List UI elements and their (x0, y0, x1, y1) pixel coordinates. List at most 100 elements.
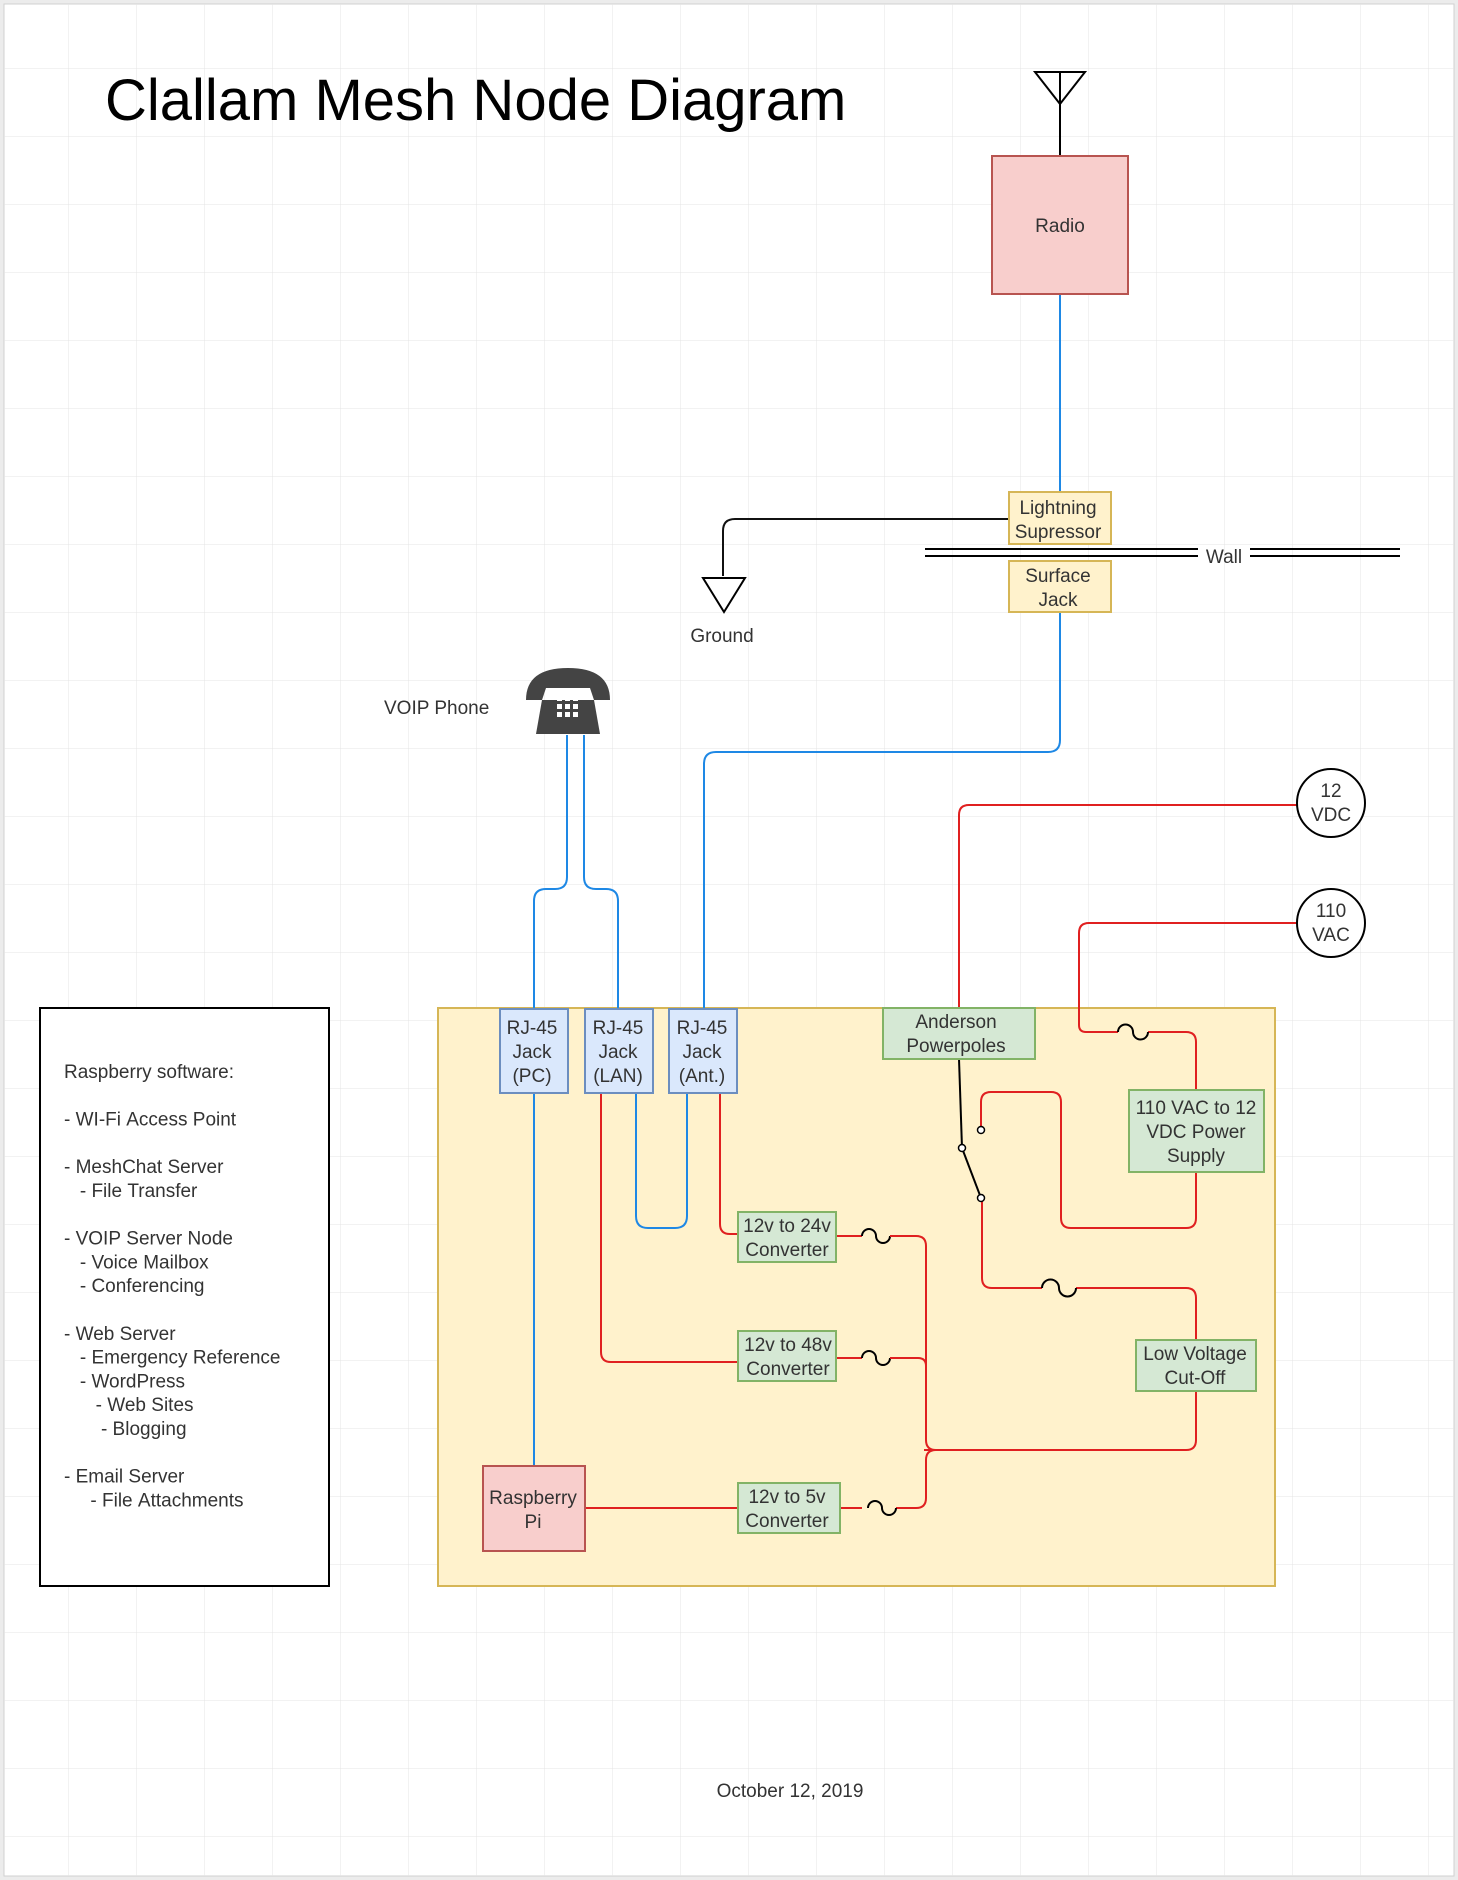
12vdc-line1: 12 (1320, 781, 1341, 802)
grid-background (4, 4, 1454, 1876)
telephone-icon (526, 668, 610, 734)
phone-to-pc-jack-cable (533, 735, 568, 1008)
radio-box: Radio (991, 155, 1129, 295)
conv24-line1: 12v to 24v (743, 1216, 831, 1237)
12vdc-wire (958, 804, 1300, 1008)
software-list-line: - Voice Mailbox (64, 1252, 209, 1273)
software-list-line: - WI-Fi Access Point (64, 1110, 237, 1131)
software-list-line: - Web Sites (64, 1395, 194, 1416)
fuse-icon (867, 1500, 897, 1516)
conv5-line1: 12v to 5v (748, 1487, 826, 1508)
voip-phone-label: VOIP Phone (384, 698, 489, 719)
conv48-line1: 12v to 48v (744, 1335, 832, 1356)
software-list-line: - MeshChat Server (64, 1157, 224, 1178)
lan-to-ant-jumper (635, 1094, 688, 1229)
power-supply-box: 110 VAC to 12 VDC Power Supply (1128, 1089, 1265, 1173)
lvco-line1: Low Voltage (1143, 1344, 1247, 1365)
surface-jack-to-ant-jack-cable (703, 612, 1061, 1008)
psu-line3: Supply (1167, 1146, 1226, 1167)
jack-ant-line1: RJ-45 (677, 1018, 728, 1039)
page-title: Clallam Mesh Node Diagram (105, 68, 846, 133)
software-list: Raspberry software: - WI-Fi Access Point… (64, 1062, 280, 1511)
software-list-line (64, 1133, 69, 1154)
lightning-line2: Supressor (1015, 522, 1102, 543)
lvco-to-5v-wire (896, 1449, 937, 1509)
fuse-icon (1041, 1278, 1077, 1298)
rj45-jack-ant: RJ-45 Jack (Ant.) (668, 1008, 738, 1094)
rpi-line1: Raspberry (489, 1488, 577, 1509)
ethernet-wires (533, 294, 1061, 1466)
psu-line1: 110 VAC to 12 (1136, 1098, 1257, 1119)
surface-jack-line2: Jack (1038, 590, 1078, 611)
anderson-powerpoles-box: Anderson Powerpoles (882, 1007, 1036, 1060)
jack-pc-line2: Jack (512, 1042, 552, 1063)
conv48-line2: Converter (746, 1359, 830, 1380)
wall-label: Wall (1206, 547, 1242, 568)
fuse-icon (1117, 1023, 1149, 1041)
jack-lan-line2: Jack (598, 1042, 638, 1063)
converter-24v-box: 12v to 24v Converter (737, 1211, 837, 1263)
ground-wire (722, 518, 1009, 576)
ant-jack-to-24v-wire (719, 1094, 738, 1235)
110vac-wire (1148, 1031, 1197, 1090)
psu-line2: VDC Power (1146, 1122, 1246, 1143)
power-wires (585, 804, 1300, 1509)
raspberry-pi-box: Raspberry Pi (482, 1465, 586, 1552)
fuse-icon (861, 1350, 891, 1366)
12vdc-source: 12 VDC (1296, 768, 1366, 838)
software-list-line (64, 1300, 69, 1321)
ground-label: Ground (690, 626, 753, 647)
surface-jack-line1: Surface (1025, 566, 1090, 587)
software-list-line: - Conferencing (64, 1276, 204, 1297)
software-list-line: - Blogging (64, 1419, 187, 1440)
software-list-line: - Emergency Reference (64, 1348, 280, 1369)
rj45-jack-lan: RJ-45 Jack (LAN) (584, 1008, 654, 1094)
jack-lan-line1: RJ-45 (593, 1018, 644, 1039)
ground-icon: Ground (690, 577, 754, 647)
fuse-icon (861, 1228, 891, 1244)
switch-to-lvco-wire (1076, 1287, 1197, 1340)
jack-ant-line2: Jack (682, 1042, 722, 1063)
conv24-line2: Converter (745, 1240, 829, 1261)
anderson-line2: Powerpoles (906, 1036, 1005, 1057)
software-list-line: - File Attachments (64, 1490, 244, 1511)
low-voltage-cutoff-box: Low Voltage Cut-Off (1135, 1339, 1257, 1392)
12vdc-line2: VDC (1311, 805, 1351, 826)
software-list-line (64, 1205, 69, 1226)
jack-lan-line3: (LAN) (593, 1066, 643, 1087)
phone-to-lan-jack-cable (583, 735, 619, 1008)
lightning-suppressor-box: Lightning Supressor (1008, 491, 1112, 545)
software-list-line: Raspberry software: (64, 1062, 234, 1083)
radio-label: Radio (1035, 216, 1085, 237)
software-box: Raspberry software: - WI-Fi Access Point… (39, 1007, 330, 1587)
power-switch-icon (957, 1058, 986, 1203)
software-list-line (64, 1443, 69, 1464)
110vac-line1: 110 (1316, 901, 1346, 922)
jack-pc-line1: RJ-45 (507, 1018, 558, 1039)
lan-jack-to-48v-wire (600, 1094, 738, 1363)
software-list-line (64, 1086, 69, 1107)
jack-ant-line3: (Ant.) (679, 1066, 725, 1087)
software-list-line: - Web Server (64, 1324, 176, 1345)
software-list-line: - WordPress (64, 1371, 185, 1392)
software-list-line: - Email Server (64, 1467, 185, 1488)
110vac-source: 110 VAC (1296, 888, 1366, 958)
surface-jack-box: Surface Jack (1008, 560, 1112, 613)
rj45-jack-pc: RJ-45 Jack (PC) (499, 1008, 569, 1094)
psu-output-wire (980, 1091, 1197, 1229)
jack-pc-line3: (PC) (512, 1066, 551, 1087)
anderson-line1: Anderson (915, 1012, 996, 1033)
110vac-line2: VAC (1312, 925, 1350, 946)
software-list-line: - VOIP Server Node (64, 1229, 233, 1250)
lvco-line2: Cut-Off (1165, 1368, 1227, 1389)
conv5-line2: Converter (745, 1511, 829, 1532)
antenna-icon (1032, 71, 1088, 156)
rpi-line2: Pi (525, 1512, 542, 1533)
date-label: October 12, 2019 (717, 1781, 864, 1802)
wall-line: Wall (925, 547, 1400, 568)
software-list-line: - File Transfer (64, 1181, 198, 1202)
converter-5v-box: 12v to 5v Converter (737, 1482, 841, 1534)
lightning-line1: Lightning (1019, 498, 1096, 519)
converter-48v-box: 12v to 48v Converter (737, 1330, 837, 1382)
